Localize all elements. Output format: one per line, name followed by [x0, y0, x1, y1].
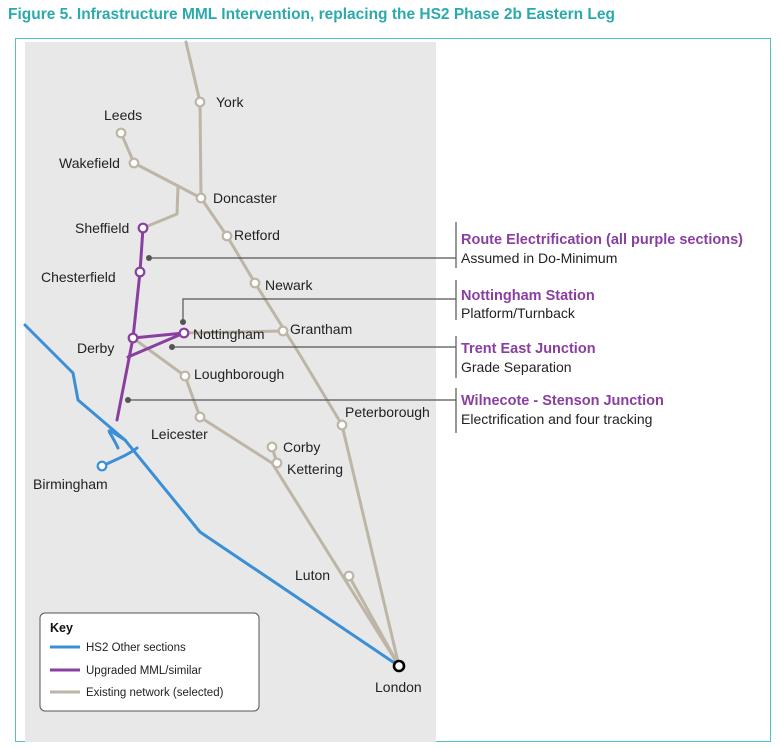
- annotation-electrification-title: Route Electrification (all purple sectio…: [461, 232, 743, 248]
- label-derby: Derby: [77, 340, 114, 356]
- label-sheffield: Sheffield: [75, 220, 129, 236]
- label-corby: Corby: [283, 439, 320, 455]
- label-nottingham: Nottingham: [193, 326, 265, 342]
- label-retford: Retford: [234, 227, 280, 243]
- annotation-nottingham-title: Nottingham Station: [461, 288, 595, 304]
- station-luton: [343, 570, 355, 582]
- upgraded-line-derby-nottingham: [131, 331, 186, 340]
- station-peterborough: [336, 419, 348, 431]
- label-peterborough: Peterborough: [345, 404, 430, 420]
- label-newark: Newark: [265, 277, 313, 293]
- dot-trent: [169, 344, 175, 350]
- station-corby: [266, 441, 278, 453]
- label-doncaster: Doncaster: [213, 190, 277, 206]
- annotation-nottingham-subtitle: Platform/Turnback: [461, 305, 576, 321]
- legend-heading: Key: [50, 621, 73, 635]
- station-leicester: [194, 411, 206, 423]
- station-leeds: [115, 127, 127, 139]
- existing-line-luton: [347, 574, 401, 668]
- station-loughborough: [179, 370, 191, 382]
- existing-line-sheffield-link: [141, 184, 180, 230]
- upgraded-line-derby-south: [115, 336, 135, 422]
- station-grantham: [277, 325, 289, 337]
- label-grantham: Grantham: [290, 321, 352, 337]
- upgraded-line-trent-curve: [126, 331, 186, 359]
- station-markers: [96, 96, 406, 673]
- existing-line-leeds-doncaster: [119, 131, 203, 200]
- figure-title: Figure 5. Infrastructure MML Interventio…: [8, 6, 615, 23]
- dot-nottingham: [180, 319, 186, 325]
- label-luton: Luton: [295, 567, 330, 583]
- station-chesterfield: [134, 266, 146, 278]
- annotation-wilnecote-title: Wilnecote - Stenson Junction: [461, 393, 664, 409]
- station-london: [392, 659, 406, 673]
- label-london: London: [375, 679, 422, 695]
- existing-line-york-london: [184, 40, 401, 668]
- station-kettering: [271, 457, 283, 469]
- station-retford: [221, 230, 233, 242]
- legend-label-hs2: HS2 Other sections: [86, 642, 186, 654]
- station-doncaster: [195, 192, 207, 204]
- annotation-dots: [125, 255, 186, 403]
- annotation-electrification-subtitle: Assumed in Do-Minimum: [461, 250, 617, 266]
- hs2-line-birmingham-loop: [107, 429, 127, 450]
- label-york: York: [216, 94, 245, 110]
- dot-wilnecote: [125, 397, 131, 403]
- station-york: [194, 96, 206, 108]
- label-kettering: Kettering: [287, 461, 343, 477]
- legend: Key HS2 Other sections Upgraded MML/simi…: [39, 612, 260, 712]
- label-leicester: Leicester: [151, 426, 208, 442]
- legend-box: [39, 612, 260, 712]
- station-wakefield: [128, 157, 140, 169]
- legend-label-upgraded: Upgraded MML/similar: [86, 665, 202, 677]
- station-sheffield: [137, 222, 149, 234]
- label-loughborough: Loughborough: [194, 366, 284, 382]
- annotation-connectors: [128, 222, 457, 433]
- station-derby: [127, 332, 139, 344]
- existing-line-nottingham-grantham: [182, 329, 285, 335]
- label-chesterfield: Chesterfield: [41, 269, 116, 285]
- annotation-trent-subtitle: Grade Separation: [461, 359, 572, 375]
- connector-nottingham: [182, 298, 456, 322]
- label-wakefield: Wakefield: [59, 155, 120, 171]
- dot-electrification: [146, 255, 152, 261]
- annotation-trent-title: Trent East Junction: [461, 341, 596, 357]
- hs2-line-main: [23, 323, 401, 668]
- label-leeds: Leeds: [104, 107, 142, 123]
- annotation-wilnecote-subtitle: Electrification and four tracking: [461, 411, 652, 427]
- station-newark: [249, 277, 261, 289]
- place-labels: York Leeds Wakefield Doncaster Sheffield…: [33, 94, 430, 695]
- label-birmingham: Birmingham: [33, 476, 108, 492]
- annotations: Route Electrification (all purple sectio…: [461, 232, 743, 427]
- station-nottingham: [178, 327, 190, 339]
- legend-label-existing: Existing network (selected): [86, 687, 224, 699]
- station-birmingham: [96, 460, 108, 472]
